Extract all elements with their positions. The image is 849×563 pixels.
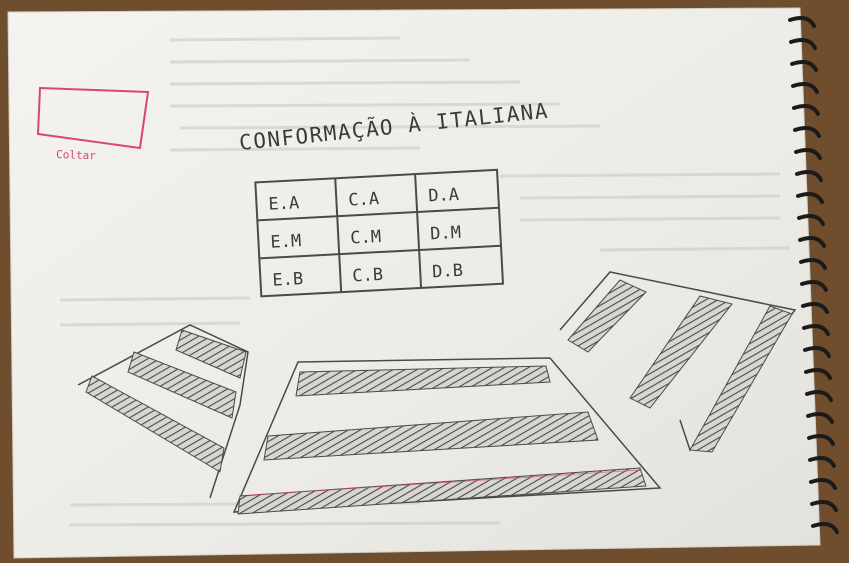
grid-cell: D.A: [428, 185, 460, 207]
grid-cell: E.M: [270, 231, 302, 253]
grid-cell: C.B: [352, 265, 384, 287]
grid-cell: E.B: [272, 269, 304, 291]
grid-cell: C.M: [350, 227, 382, 249]
grid-cell: E.A: [268, 193, 300, 215]
grid-cell: D.B: [432, 261, 464, 283]
grid-cell: D.M: [430, 223, 462, 245]
corner-label: Coltar: [56, 148, 97, 162]
grid-cell: C.A: [348, 189, 380, 211]
